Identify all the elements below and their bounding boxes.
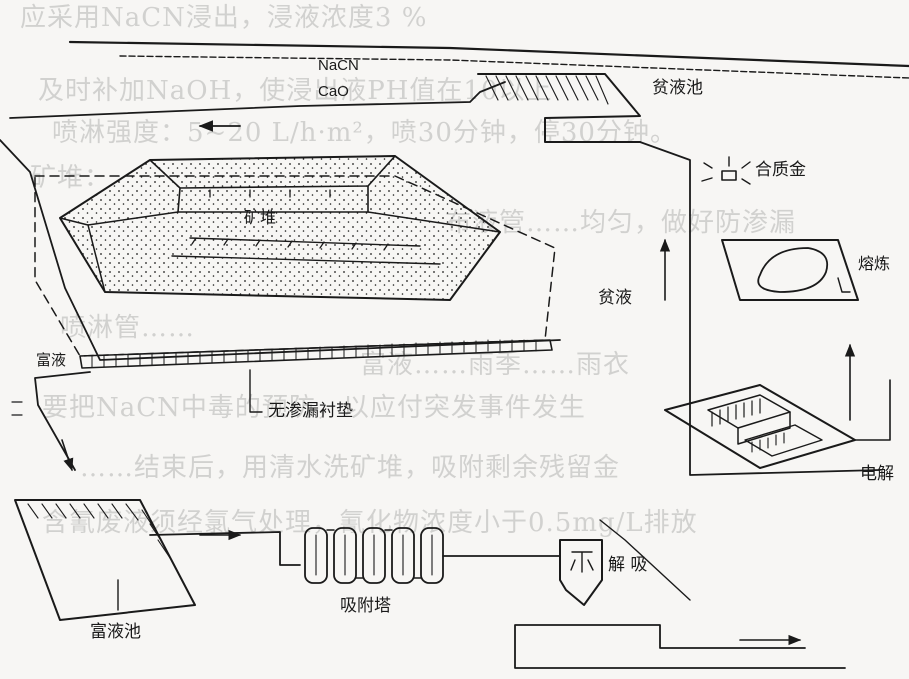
lean-return-pipe bbox=[9, 81, 506, 119]
bleed-through-line: 矿堆： bbox=[30, 163, 112, 193]
electrolysis-label: 电解 bbox=[860, 464, 894, 484]
ore-heap bbox=[59, 155, 501, 301]
lean-pond-label: 贫液池 bbox=[652, 78, 703, 98]
nacn-label: NaCN bbox=[318, 57, 359, 74]
reagent-pipe-lower bbox=[119, 55, 909, 79]
ore-heap-label: 矿堆 bbox=[244, 208, 277, 227]
smelting-furnace bbox=[721, 239, 859, 301]
rich-solution-pipe bbox=[34, 371, 91, 471]
leach-pad-edge bbox=[0, 139, 561, 361]
bleed-through-line: 布液管……均匀，做好防渗漏 bbox=[445, 208, 797, 238]
reagent-pipe bbox=[68, 40, 909, 68]
rich-solution-label: 富液 bbox=[36, 351, 67, 369]
lean-long-pipe bbox=[639, 141, 881, 476]
liner-label: 无渗漏衬垫 bbox=[268, 401, 353, 421]
rich-pond bbox=[14, 499, 196, 621]
adsorption-tower bbox=[304, 527, 444, 584]
desorption-vessel bbox=[559, 539, 603, 606]
cao-label: CaO bbox=[318, 83, 349, 100]
bleed-through-line: 要把NaCN中毒的预防，以应付突发事件发生 bbox=[42, 393, 586, 423]
electrolysis-cell bbox=[664, 384, 856, 469]
adsorption-tower-label: 吸附塔 bbox=[340, 596, 391, 616]
alloy-label: 合质金 bbox=[755, 160, 806, 180]
bleed-through-line: 喷淋管…… bbox=[60, 313, 196, 343]
rich-solution-arrow bbox=[61, 439, 74, 472]
to-adsorption-pipe bbox=[149, 531, 301, 566]
lean-pond bbox=[477, 73, 641, 143]
desorption-label: 解 吸 bbox=[608, 555, 648, 575]
lean-solution-label: 贫液 bbox=[598, 288, 632, 308]
liner-strip bbox=[79, 339, 553, 413]
bleed-through-line: ……结束后，用清水洗矿堆，吸附剩余残留金 bbox=[80, 453, 621, 483]
alloy-bar-icon bbox=[701, 156, 751, 185]
smelting-label: 熔炼 bbox=[858, 254, 891, 273]
bleed-through-line: 及时补加NaOH，使浸出液PH值在10以上 bbox=[38, 76, 553, 106]
bleed-through-line: 应采用NaCN浸出，浸液浓度3 % bbox=[20, 3, 428, 33]
rich-pond-label: 富液池 bbox=[90, 622, 141, 642]
desorption-outflow bbox=[514, 624, 846, 669]
